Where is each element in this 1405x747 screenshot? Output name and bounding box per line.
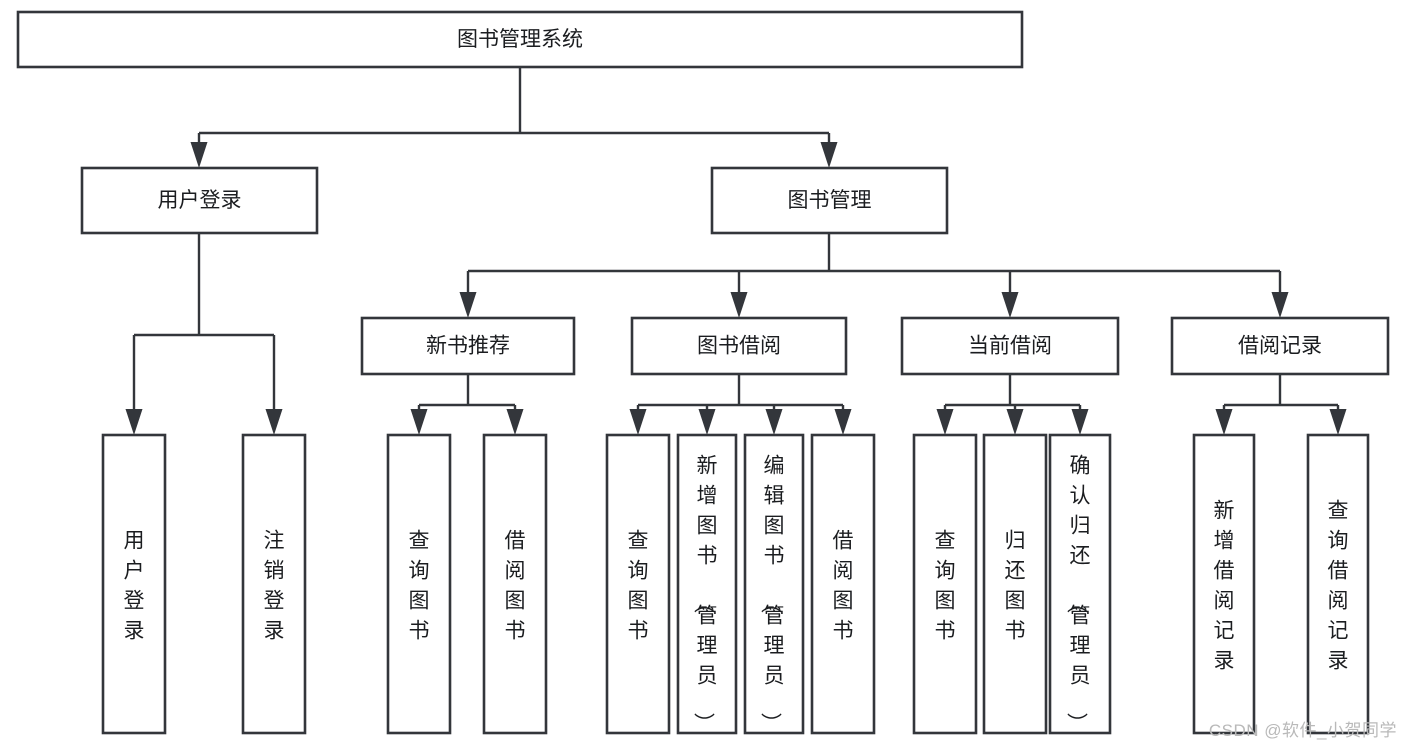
node-box-book-borrow[interactable]	[630, 316, 848, 376]
connector-userlogin-to-leaves	[125, 233, 283, 435]
node-new-book-recommend[interactable]: 新书推荐	[360, 316, 576, 376]
node-box-leaf-query-book-rec[interactable]	[386, 433, 452, 735]
node-label-leaf-confirm-return: 确认归还（管理员）	[1065, 454, 1091, 733]
connector-bookmanage-to-level3	[459, 233, 1289, 318]
node-box-leaf-add-record[interactable]	[1192, 433, 1256, 735]
node-leaf-add-book[interactable]: 新增图书（管理员）	[676, 433, 738, 735]
node-root[interactable]: 图书管理系统	[16, 10, 1024, 69]
node-box-leaf-query-book-b[interactable]	[605, 433, 671, 735]
node-label-user-login: 用户登录	[158, 189, 242, 212]
node-box-leaf-user-login[interactable]	[101, 433, 167, 735]
node-label-leaf-add-book: 新增图书（管理员）	[692, 454, 718, 733]
node-label-leaf-query-book-rec: 查询图书	[409, 529, 430, 642]
node-label-leaf-logout: 注销登录	[264, 529, 285, 642]
node-leaf-return-book[interactable]: 归还图书	[982, 433, 1048, 735]
node-label-leaf-return-book: 归还图书	[1005, 529, 1026, 642]
connector-currentborrow-to-leaves	[936, 374, 1089, 435]
node-leaf-confirm-return[interactable]: 确认归还（管理员）	[1048, 433, 1112, 735]
node-box-leaf-borrow-book-b[interactable]	[810, 433, 876, 735]
connector-bookborrow-to-leaves	[629, 374, 852, 435]
node-book-borrow[interactable]: 图书借阅	[630, 316, 848, 376]
node-label-leaf-query-record: 查询借阅记录	[1328, 499, 1349, 672]
node-label-borrow-record: 借阅记录	[1238, 335, 1322, 358]
node-box-leaf-logout[interactable]	[241, 433, 307, 735]
node-label-leaf-query-book-b: 查询图书	[628, 529, 649, 642]
node-box-current-borrow[interactable]	[900, 316, 1120, 376]
node-label-leaf-query-book-c: 查询图书	[935, 529, 956, 642]
node-leaf-query-record[interactable]: 查询借阅记录	[1306, 433, 1370, 735]
node-leaf-borrow-book-b[interactable]: 借阅图书	[810, 433, 876, 735]
node-box-leaf-borrow-book-rec[interactable]	[482, 433, 548, 735]
connector-newbook-to-leaves	[410, 374, 524, 435]
node-leaf-borrow-book-rec[interactable]: 借阅图书	[482, 433, 548, 735]
node-leaf-logout[interactable]: 注销登录	[241, 433, 307, 735]
node-label-leaf-borrow-book-rec: 借阅图书	[505, 529, 526, 642]
node-leaf-add-record[interactable]: 新增借阅记录	[1192, 433, 1256, 735]
connector-root-to-level2	[190, 67, 838, 168]
node-box-new-book-recommend[interactable]	[360, 316, 576, 376]
nodes-layer: 图书管理系统用户登录图书管理新书推荐图书借阅当前借阅借阅记录用户登录注销登录查询…	[16, 10, 1390, 735]
node-book-manage[interactable]: 图书管理	[710, 166, 949, 235]
node-label-leaf-user-login: 用户登录	[124, 529, 145, 642]
node-current-borrow[interactable]: 当前借阅	[900, 316, 1120, 376]
node-box-leaf-edit-book[interactable]	[743, 433, 805, 735]
node-box-user-login[interactable]	[80, 166, 319, 235]
node-label-book-manage: 图书管理	[788, 189, 872, 212]
node-label-leaf-add-record: 新增借阅记录	[1214, 499, 1235, 672]
node-box-borrow-record[interactable]	[1170, 316, 1390, 376]
node-user-login[interactable]: 用户登录	[80, 166, 319, 235]
node-borrow-record[interactable]: 借阅记录	[1170, 316, 1390, 376]
node-label-root: 图书管理系统	[457, 28, 583, 51]
node-label-new-book-recommend: 新书推荐	[426, 335, 510, 358]
node-label-leaf-borrow-book-b: 借阅图书	[833, 529, 854, 642]
node-box-leaf-query-record[interactable]	[1306, 433, 1370, 735]
node-box-leaf-query-book-c[interactable]	[912, 433, 978, 735]
node-label-current-borrow: 当前借阅	[968, 335, 1052, 358]
node-box-root[interactable]	[16, 10, 1024, 69]
node-leaf-user-login[interactable]: 用户登录	[101, 433, 167, 735]
node-label-book-borrow: 图书借阅	[697, 335, 781, 358]
node-box-leaf-confirm-return[interactable]	[1048, 433, 1112, 735]
node-box-leaf-return-book[interactable]	[982, 433, 1048, 735]
node-label-leaf-edit-book: 编辑图书（管理员）	[759, 454, 785, 733]
node-leaf-query-book-rec[interactable]: 查询图书	[386, 433, 452, 735]
node-box-leaf-add-book[interactable]	[676, 433, 738, 735]
node-leaf-query-book-c[interactable]: 查询图书	[912, 433, 978, 735]
node-leaf-query-book-b[interactable]: 查询图书	[605, 433, 671, 735]
connector-borrowrecord-to-leaves	[1215, 374, 1347, 435]
node-box-book-manage[interactable]	[710, 166, 949, 235]
csdn-watermark: CSDN @软件_小贺同学	[1208, 721, 1397, 740]
node-leaf-edit-book[interactable]: 编辑图书（管理员）	[743, 433, 805, 735]
connectors-layer	[125, 67, 1347, 435]
